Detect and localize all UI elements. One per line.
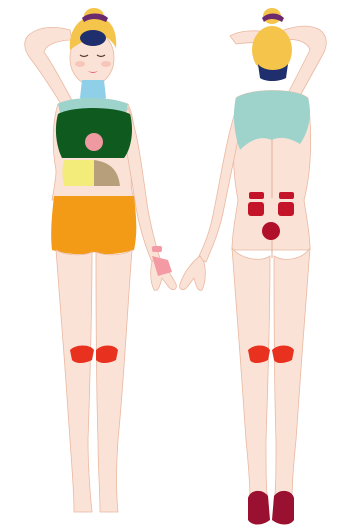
front-knee-zone-right bbox=[96, 346, 118, 364]
back-hand bbox=[180, 256, 206, 290]
kidney-zone-right-top bbox=[279, 192, 294, 199]
stomach-zone bbox=[85, 133, 103, 151]
back-figure bbox=[180, 8, 327, 525]
heel-zone-left bbox=[248, 491, 270, 525]
front-cheek-right bbox=[101, 61, 111, 67]
wrist-zone bbox=[152, 246, 162, 252]
front-right-leg bbox=[96, 250, 132, 512]
front-raised-arm bbox=[25, 27, 74, 112]
back-left-leg bbox=[232, 248, 270, 500]
kidney-zone-left-top bbox=[249, 192, 264, 199]
kidney-zone-left bbox=[248, 202, 264, 216]
front-left-leg bbox=[56, 250, 92, 512]
front-cheek-left bbox=[75, 61, 85, 67]
kidney-zone-right bbox=[278, 202, 294, 216]
sacrum-zone bbox=[262, 222, 280, 240]
pelvis-zone bbox=[51, 196, 136, 254]
front-knee-zone-left bbox=[70, 346, 94, 364]
back-right-leg bbox=[274, 248, 310, 500]
abdomen-yellow-zone bbox=[63, 160, 95, 186]
back-knee-zone-right bbox=[272, 346, 294, 364]
heel-zone-right bbox=[272, 491, 294, 525]
front-figure bbox=[25, 8, 177, 512]
back-knee-zone-left bbox=[248, 346, 270, 364]
front-neck-zone bbox=[80, 80, 106, 101]
forehead-zone bbox=[80, 30, 106, 46]
